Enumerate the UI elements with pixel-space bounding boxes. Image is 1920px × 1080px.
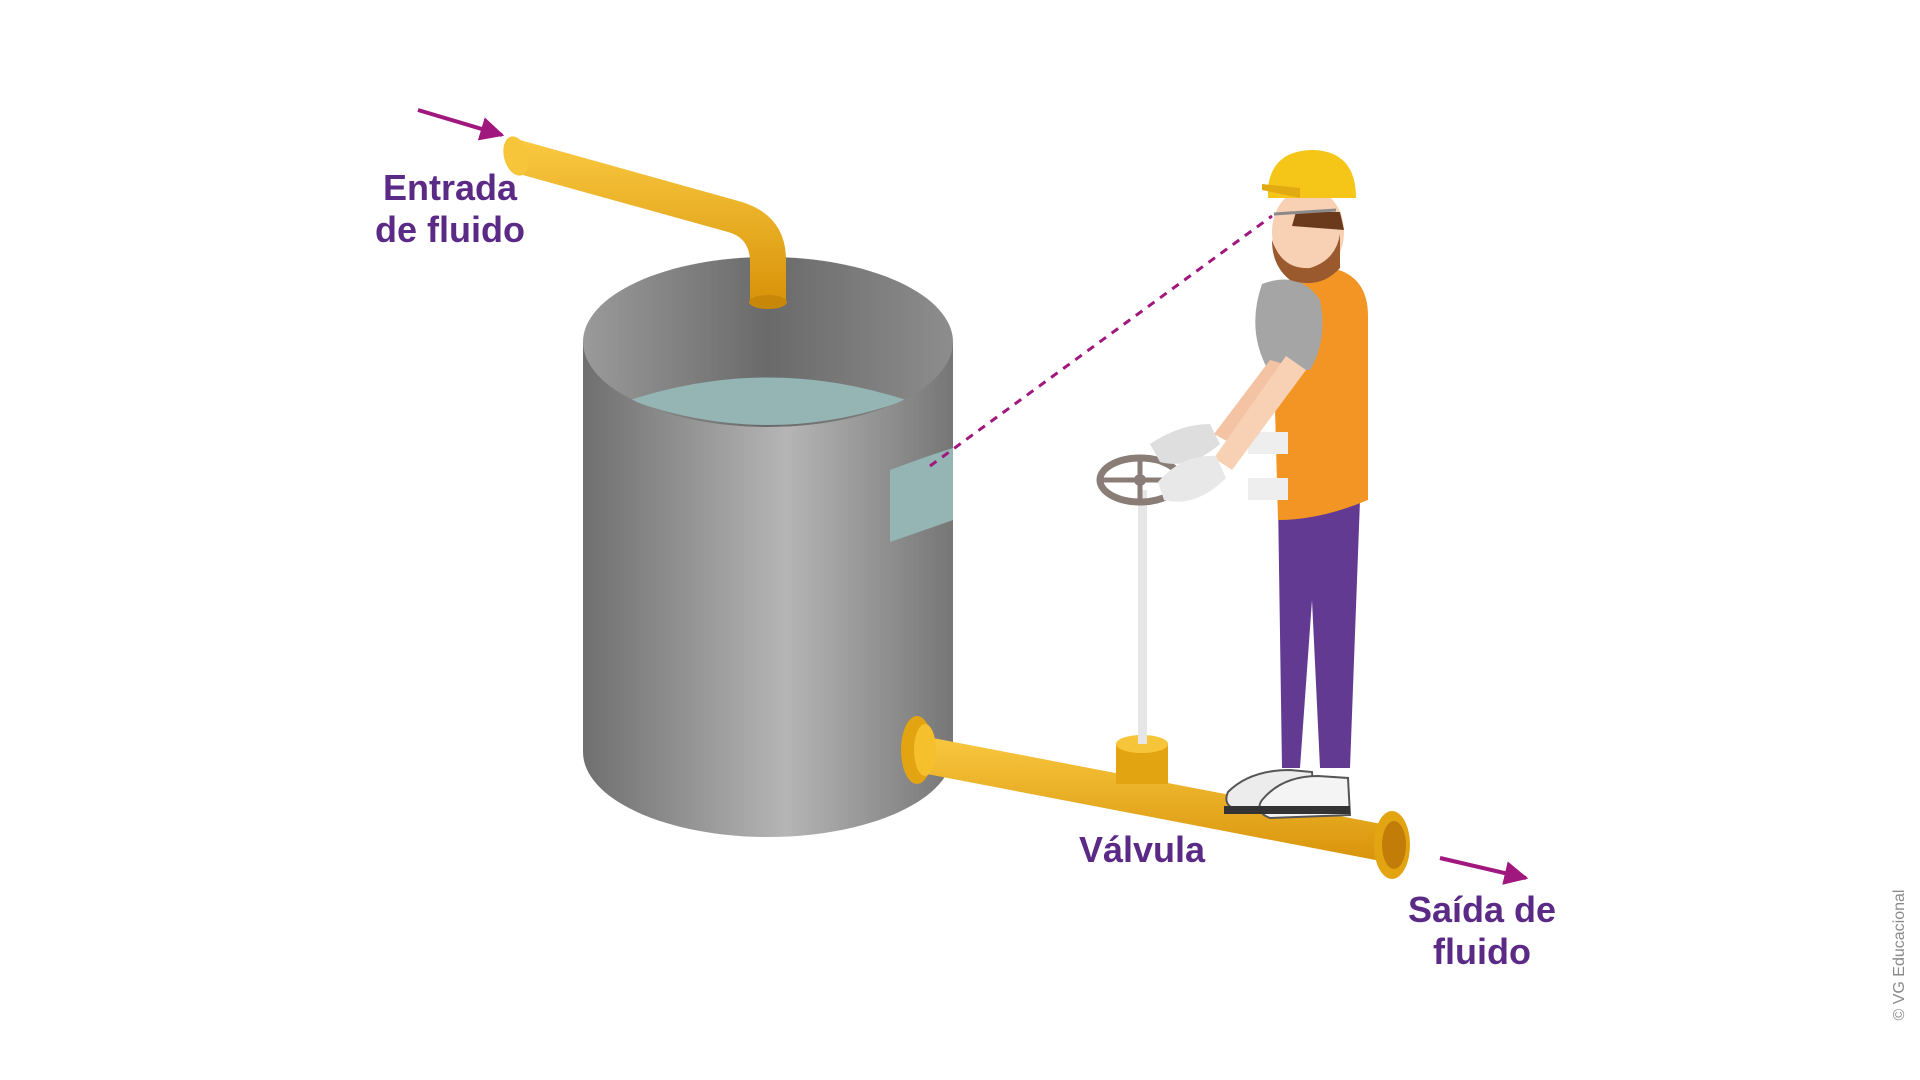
valve-label: Válvula (1079, 829, 1206, 870)
outlet-label-line1: Saída de (1408, 889, 1556, 930)
inlet-arrow (417, 108, 505, 141)
inlet-pipe (503, 136, 787, 309)
outlet-arrow (1439, 856, 1529, 885)
sight-line (929, 214, 1273, 468)
inlet-label-line1: Entrada (383, 167, 518, 208)
valve (1096, 454, 1184, 784)
outlet-pipe (901, 716, 1410, 879)
credit-text: © VG Educacional (1891, 890, 1908, 1021)
outlet-label-line2: fluido (1433, 931, 1531, 972)
inlet-label-line2: de fluido (375, 209, 525, 250)
worker (1150, 150, 1368, 820)
sight-glass (890, 448, 953, 542)
tank (583, 257, 953, 837)
helmet-icon (1262, 150, 1356, 198)
